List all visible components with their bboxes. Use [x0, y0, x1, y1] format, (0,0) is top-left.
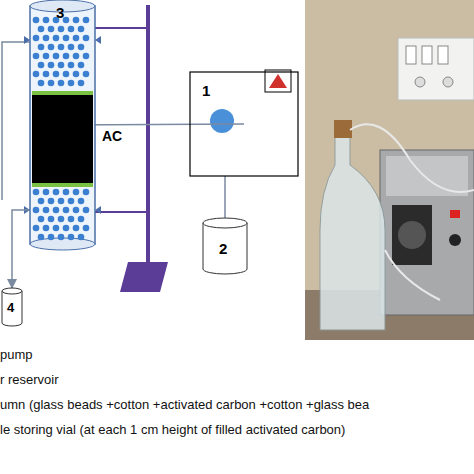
valve [95, 36, 101, 44]
photo [305, 0, 474, 340]
tube [2, 42, 30, 200]
legend-line: umn (glass beads +cotton +activated carb… [0, 397, 369, 412]
callout-number: 4 [7, 300, 14, 315]
callout-number: 3 [56, 4, 64, 21]
legend-line: le storing vial (at each 1 cm height of … [0, 422, 345, 437]
valve [24, 206, 30, 214]
callout-number: 2 [219, 240, 227, 257]
valve [95, 206, 101, 214]
clamp-arm [95, 27, 148, 29]
indicator-symbol [269, 74, 287, 88]
tube-connector [224, 176, 226, 218]
callout-number: 1 [202, 82, 210, 99]
reservoir-cylinder: 2 [203, 218, 247, 274]
valve [24, 36, 30, 44]
adsorption-column: 3AC [30, 0, 95, 250]
clamp-arm [95, 211, 148, 213]
stand-base [120, 262, 168, 292]
indicator-box [265, 70, 291, 92]
legend-line: r reservoir [0, 372, 59, 387]
pump-box: 1 [190, 72, 298, 176]
tube-connector [12, 210, 30, 288]
pump-rotor [210, 109, 234, 133]
stand-rod [146, 5, 150, 267]
sample-vial: 4 [2, 288, 22, 326]
node-outline [30, 0, 95, 250]
material-label: AC [102, 128, 122, 144]
legend-line: pump [0, 347, 33, 362]
